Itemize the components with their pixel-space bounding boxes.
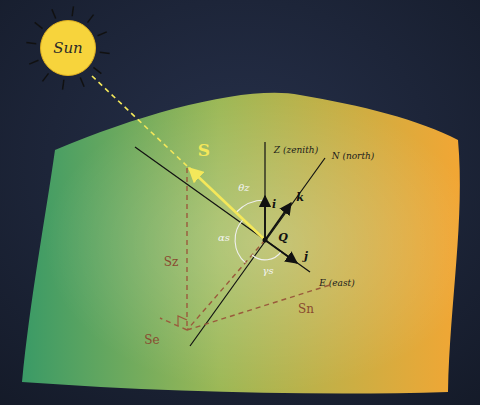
zenith-axis [264, 142, 265, 240]
axis-label: Z (zenith) [274, 146, 318, 155]
unit-vector-label: i [272, 199, 276, 210]
point-label: Q [278, 232, 288, 243]
sun-ray [87, 15, 93, 23]
component-label: Sz [164, 256, 179, 268]
right-angle-mark [178, 316, 187, 326]
sun-ray [80, 78, 84, 87]
sun-ray [52, 9, 56, 18]
ground-projection [187, 240, 265, 330]
angle-label: αs [218, 233, 230, 243]
sun-ray [93, 67, 101, 73]
unit-vector-i [264, 196, 266, 240]
sun-label: Sun [53, 39, 83, 57]
sun-ray [98, 32, 107, 36]
sun-ray [72, 6, 73, 16]
gamma-arc [252, 252, 281, 260]
axis-label: N (north) [332, 152, 375, 161]
sun-ray [100, 52, 110, 53]
axis-label: E (east) [319, 279, 354, 288]
sn-component [187, 285, 330, 330]
north-axis [190, 158, 325, 346]
component-label: Sn [298, 303, 314, 315]
sz-component [186, 168, 187, 330]
alpha-arc [235, 219, 245, 262]
sun-vector-label: S [198, 142, 210, 159]
sun-circle: Sun [40, 20, 96, 76]
sun-ray [29, 60, 38, 64]
angle-label: γs [262, 266, 273, 276]
angle-label: θz [238, 183, 249, 193]
sun-ray [42, 73, 48, 81]
unit-vector-j [265, 240, 297, 263]
surface-highlight [22, 93, 460, 394]
unit-vector-label: k [296, 192, 304, 203]
sun-ray [63, 80, 64, 90]
sun-rays [26, 6, 109, 89]
unit-vector-label: j [304, 251, 308, 262]
east-axis [135, 147, 310, 272]
se-component [160, 318, 187, 330]
sun-ray [26, 43, 36, 44]
origin-point [263, 238, 268, 243]
sun-ray [35, 22, 43, 28]
sun-ray-line [92, 76, 187, 166]
sun-vector [189, 168, 265, 240]
component-label: Se [144, 334, 159, 346]
ground-surface [22, 93, 460, 394]
theta-arc [236, 200, 265, 213]
